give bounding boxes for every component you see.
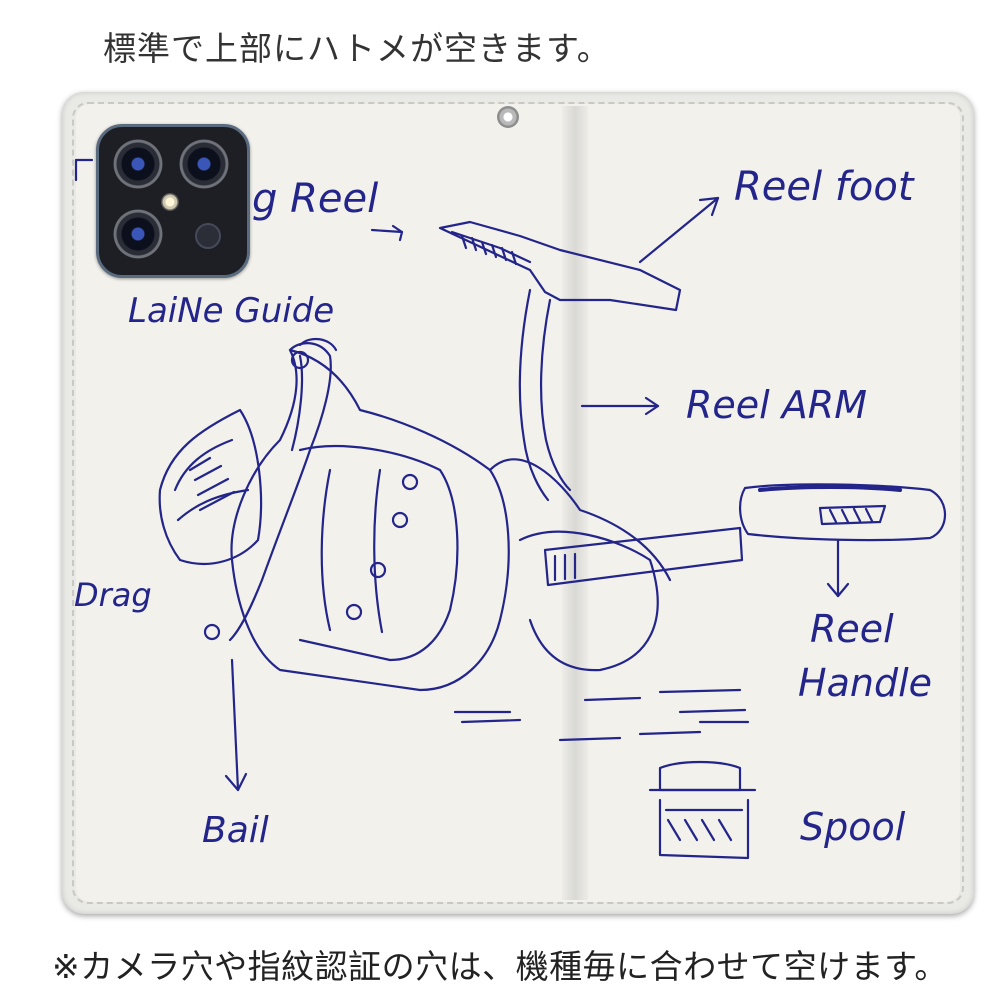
camera-lens-icon	[113, 139, 163, 189]
camera-lens-icon	[179, 139, 229, 189]
bottom-caption: ※カメラ穴や指紋認証の穴は、機種毎に合わせて空けます。	[52, 947, 948, 986]
case-fold	[562, 106, 588, 900]
lidar-sensor-icon	[195, 223, 221, 249]
grommet-icon	[497, 106, 519, 128]
camera-cutout-icon	[96, 124, 250, 278]
camera-lens-icon	[113, 209, 163, 259]
top-caption: 標準で上部にハトメが空きます。	[103, 29, 611, 68]
flash-icon	[161, 193, 179, 211]
